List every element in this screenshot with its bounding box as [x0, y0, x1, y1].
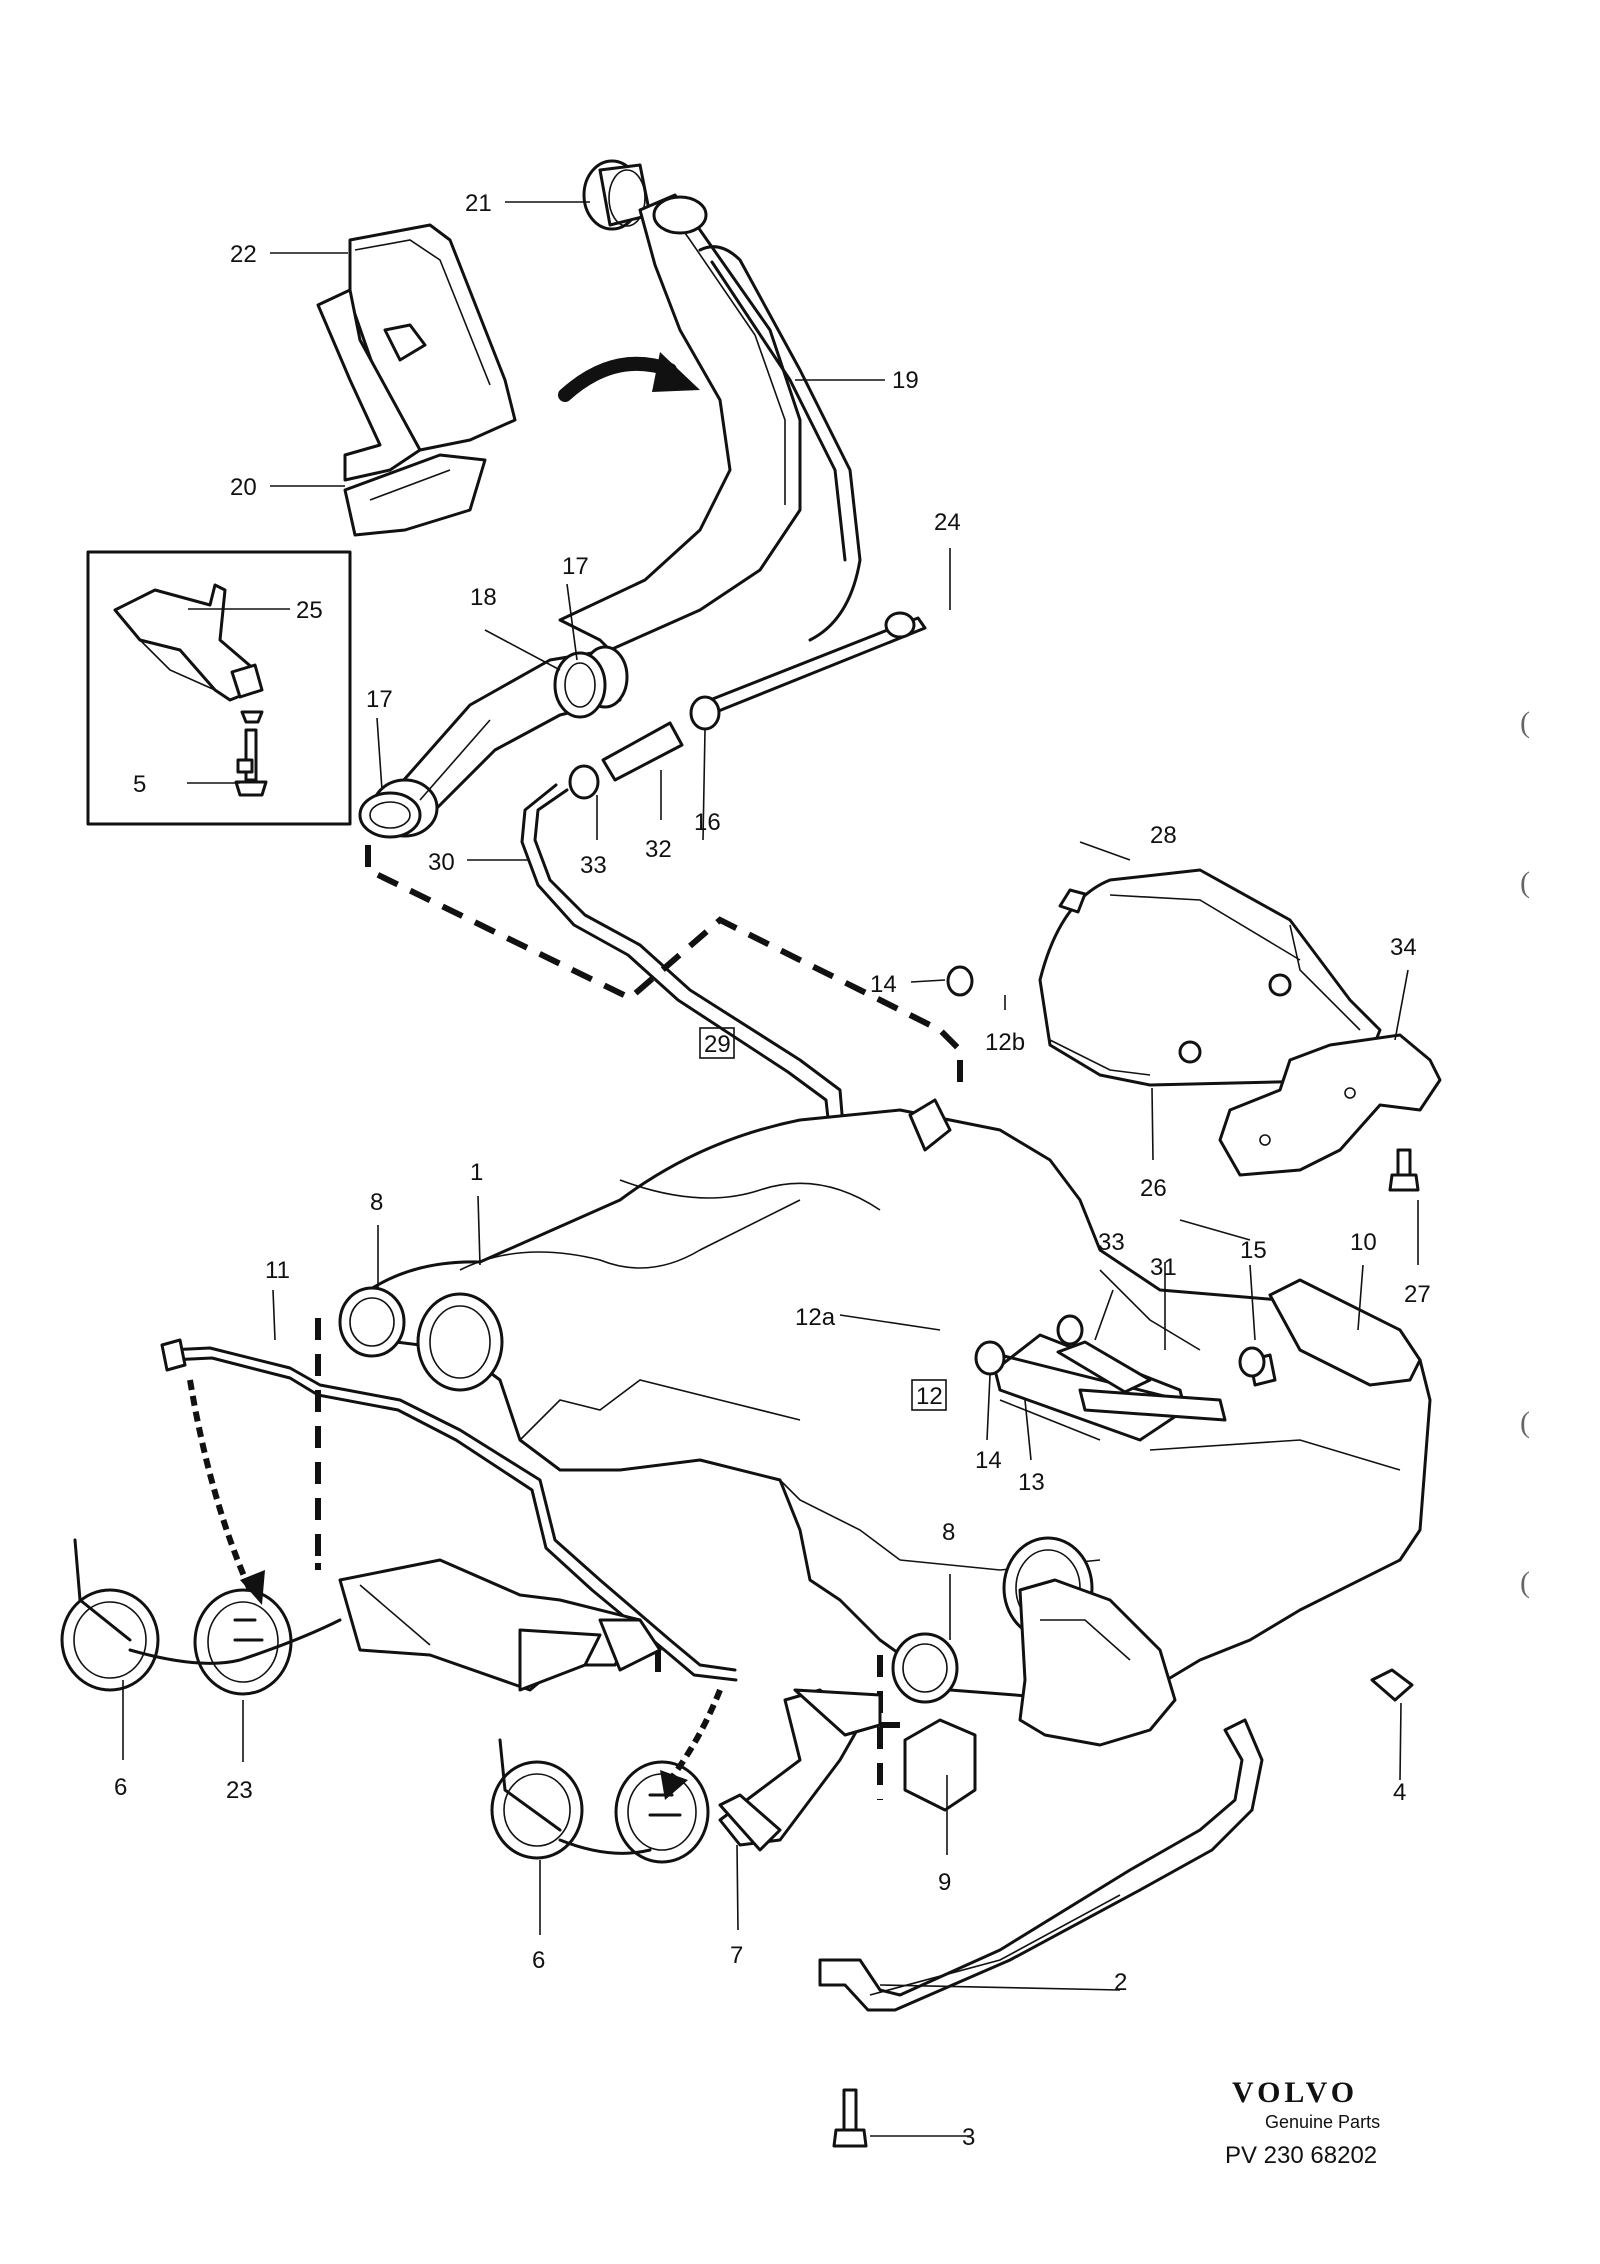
callout-2: 2 [1114, 1969, 1127, 1996]
filler-pipe [558, 193, 862, 652]
margin-mark-4: ( [1520, 1566, 1530, 1599]
filler-heat-shield [316, 223, 517, 537]
fuel-line [160, 1338, 738, 1682]
callout-13: 13 [1018, 1469, 1045, 1496]
boxed-callout-12-frame [911, 1379, 947, 1411]
boxed-callout-29-frame [699, 1027, 735, 1059]
callout-26: 26 [1140, 1175, 1167, 1202]
callout-22: 22 [230, 241, 257, 268]
callout-21: 21 [465, 190, 492, 217]
boxed-callout-29: 29 [704, 1031, 731, 1058]
clip-4 [1370, 1668, 1414, 1702]
callout-24: 24 [934, 509, 961, 536]
callout-20: 20 [230, 474, 257, 501]
margin-marks: ( ( ( ( [1520, 706, 1530, 1599]
callout-18: 18 [470, 584, 497, 611]
callout-10: 10 [1350, 1229, 1377, 1256]
seal-ring-lower [891, 1632, 959, 1704]
callout-33-upper: 33 [580, 852, 607, 879]
tank-strap [818, 1718, 1264, 2012]
callout-16: 16 [694, 809, 721, 836]
boxed-callout-12: 12 [916, 1383, 943, 1410]
volvo-logo: VOLVO [1232, 2076, 1358, 2109]
callout-12a: 12a [795, 1304, 836, 1331]
bolt-3 [832, 2088, 868, 2148]
callout-14-lower: 14 [975, 1447, 1002, 1474]
assembly-arrows [187, 1379, 723, 1800]
carbon-canister [1038, 868, 1442, 1177]
callout-32: 32 [645, 836, 672, 863]
dashed-outlines [315, 845, 963, 1800]
callout-5: 5 [133, 771, 146, 798]
hose-assembly [358, 645, 629, 839]
callout-19: 19 [892, 367, 919, 394]
callout-6-left: 6 [114, 1774, 127, 1801]
callout-7: 7 [730, 1942, 743, 1969]
fuel-pump-left [60, 1538, 662, 1696]
callout-11: 11 [265, 1257, 290, 1284]
direction-arrow-icon [558, 352, 700, 402]
hose-clamp-lower [358, 791, 422, 839]
callout-17-upper: 17 [562, 553, 589, 580]
callout-8-lower: 8 [942, 1519, 955, 1546]
brand-subtitle: Genuine Parts [1265, 2112, 1380, 2132]
callout-27: 27 [1404, 1281, 1431, 1308]
leader-lines [122, 201, 1419, 2137]
callout-6-right: 6 [532, 1947, 545, 1974]
callout-15: 15 [1240, 1237, 1267, 1264]
callout-28: 28 [1150, 822, 1177, 849]
callout-25: 25 [296, 597, 323, 624]
brand-block: VOLVO Genuine Parts PV 230 68202 [1225, 2076, 1380, 2169]
pipe-assembly [993, 1333, 1277, 1442]
callout-9: 9 [938, 1869, 951, 1896]
callout-8-upper: 8 [370, 1189, 383, 1216]
bolt-27 [1388, 1148, 1420, 1192]
callout-17-lower: 17 [366, 686, 393, 713]
callout-30: 30 [428, 849, 455, 876]
margin-mark-3: ( [1520, 1406, 1530, 1439]
bolt-5-washer [236, 758, 254, 774]
small-clamps [946, 965, 1266, 1378]
callout-14-upper: 14 [870, 971, 897, 998]
margin-mark-1: ( [1520, 706, 1530, 739]
tank-shield [903, 1578, 1177, 1812]
callout-33-lower: 33 [1098, 1229, 1125, 1256]
seal-ring-upper [338, 1286, 406, 1358]
callout-1: 1 [470, 1159, 483, 1186]
fuel-pump-right [490, 1688, 882, 1864]
callout-labels: 21 22 19 20 24 25 17 18 17 5 16 32 33 30… [114, 190, 1431, 2151]
diagram-reference: PV 230 68202 [1225, 2142, 1377, 2169]
margin-mark-2: ( [1520, 866, 1530, 899]
filler-cap [582, 159, 652, 231]
callout-12b: 12b [985, 1029, 1025, 1056]
callout-3: 3 [962, 2124, 975, 2151]
callout-4: 4 [1393, 1779, 1406, 1806]
callout-23: 23 [226, 1777, 253, 1804]
callout-34: 34 [1390, 934, 1417, 961]
hose-clamp-upper [553, 651, 607, 719]
callout-31: 31 [1150, 1254, 1177, 1281]
